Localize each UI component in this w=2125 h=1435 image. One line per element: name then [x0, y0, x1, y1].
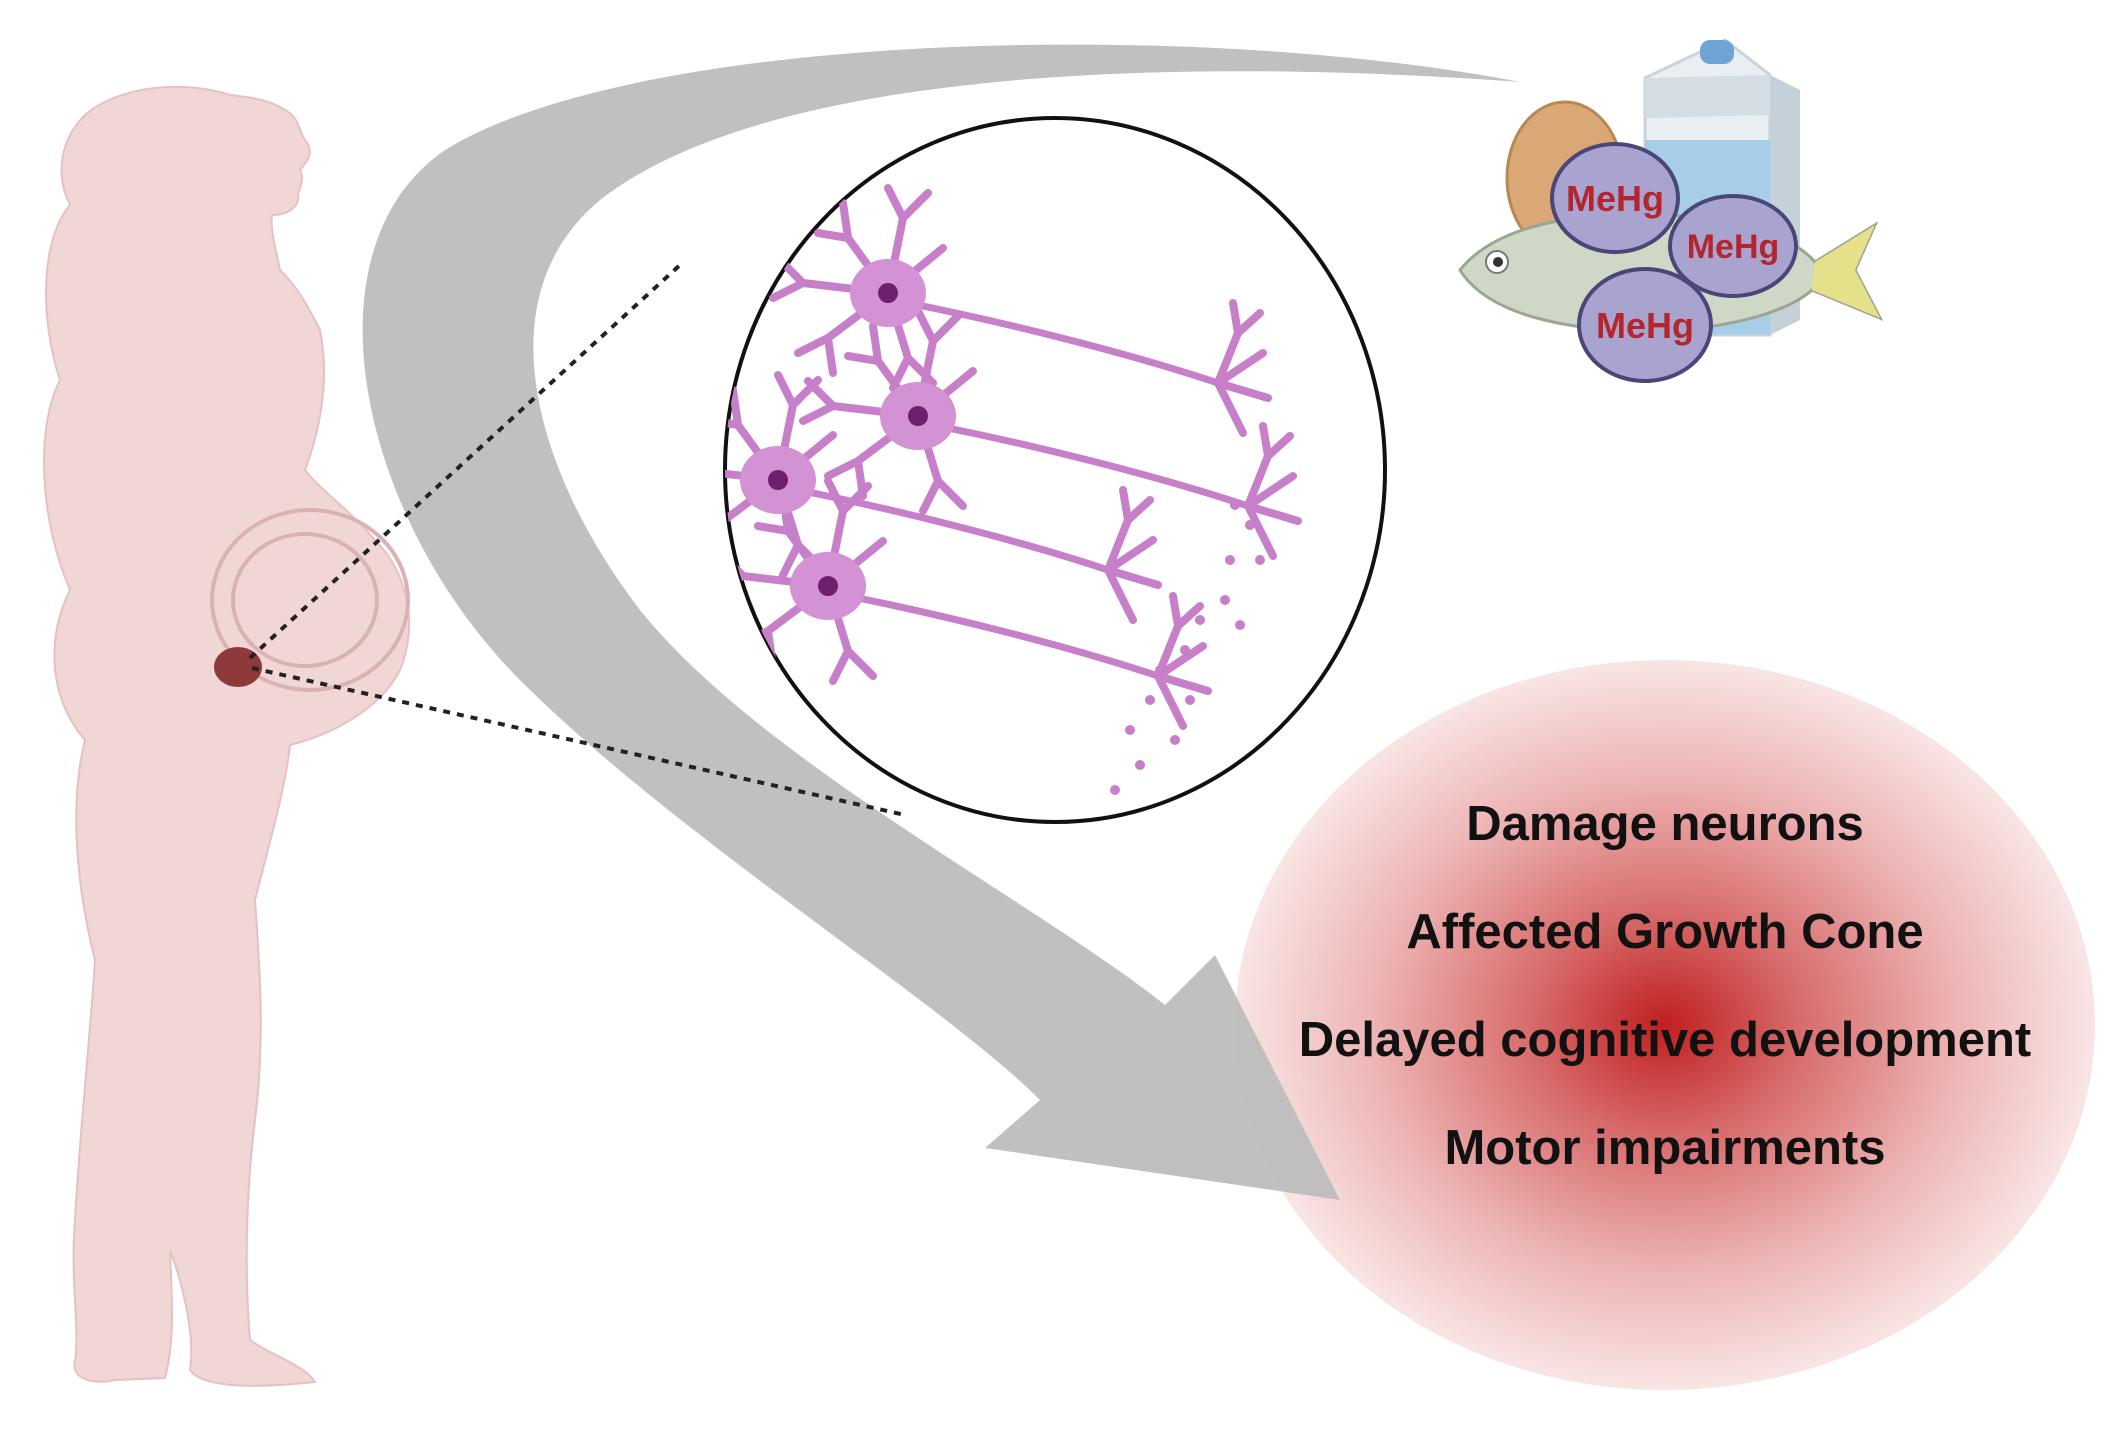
effect-motor-impairments: Motor impairments	[1444, 1121, 1886, 1175]
effects-list: Damage neurons Affected Growth Cone Dela…	[1235, 800, 2095, 1232]
damage-glow	[1235, 660, 2095, 1390]
effect-growth-cone: Affected Growth Cone	[1406, 905, 1924, 959]
mehg-bubble-2: MeHg	[1668, 194, 1798, 298]
mehg-bubble-1: MeHg	[1550, 142, 1680, 254]
mehg-label: MeHg	[1566, 178, 1664, 219]
mehg-bubble-3: MeHg	[1577, 267, 1713, 383]
neuron-nuclei	[768, 283, 928, 596]
effect-cognitive-development: Delayed cognitive development	[1298, 1013, 2032, 1067]
womb-icon	[210, 508, 410, 692]
effect-damage-neurons: Damage neurons	[1466, 797, 1864, 851]
pregnant-woman-icon	[43, 85, 411, 1387]
mehg-label: MeHg	[1687, 228, 1780, 266]
magnifier-circle-icon	[723, 116, 1387, 824]
mehg-label: MeHg	[1596, 305, 1694, 346]
curved-arrow-icon	[362, 44, 1521, 1200]
damaged-terminals	[1110, 500, 1265, 795]
